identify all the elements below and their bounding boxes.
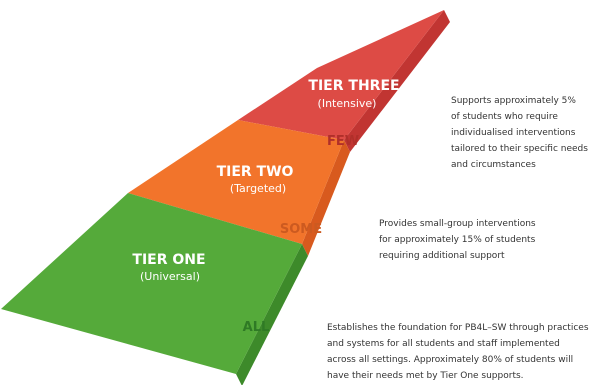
- tier-three-side: [344, 10, 450, 152]
- tier-two-description: Provides small-group interventions for a…: [379, 216, 536, 264]
- description-line: Provides small-group interventions: [379, 219, 536, 229]
- tier-two-subtitle: (Targeted): [230, 182, 286, 195]
- tier-one-description: Establishes the foundation for PB4L–SW t…: [327, 320, 589, 384]
- description-line: individualised interventions: [451, 128, 576, 138]
- tier-three-subtitle: (Intensive): [318, 97, 377, 110]
- tier-two-step: [128, 120, 344, 244]
- tier-one-level: ALL: [243, 320, 270, 335]
- description-line: Establishes the foundation for PB4L–SW t…: [327, 323, 589, 333]
- tier-three-title: TIER THREE: [308, 78, 399, 94]
- tier-three-step: [238, 10, 444, 140]
- description-line: have their needs met by Tier One support…: [327, 371, 524, 381]
- tier-one-step: [1, 193, 302, 374]
- tier-three-description: Supports approximately 5% of students wh…: [451, 93, 588, 173]
- description-line: Supports approximately 5%: [451, 96, 576, 106]
- description-line: requiring additional support: [379, 251, 505, 261]
- tier-two-level: SOME: [280, 222, 322, 237]
- description-line: and circumstances: [451, 160, 536, 170]
- description-line: across all settings. Approximately 80% o…: [327, 355, 574, 365]
- tier-one-side: [236, 244, 308, 385]
- tier-one-subtitle: (Universal): [140, 270, 200, 283]
- description-line: tailored to their specific needs: [451, 144, 588, 154]
- tier-three-level: FEW: [327, 134, 359, 149]
- description-line: for approximately 15% of students: [379, 235, 536, 245]
- tier-one-title: TIER ONE: [132, 252, 205, 268]
- description-line: and systems for all students and staff i…: [327, 339, 560, 349]
- tier-two-title: TIER TWO: [217, 164, 294, 180]
- tier-two-side: [302, 140, 350, 256]
- description-line: of students who require: [451, 112, 558, 122]
